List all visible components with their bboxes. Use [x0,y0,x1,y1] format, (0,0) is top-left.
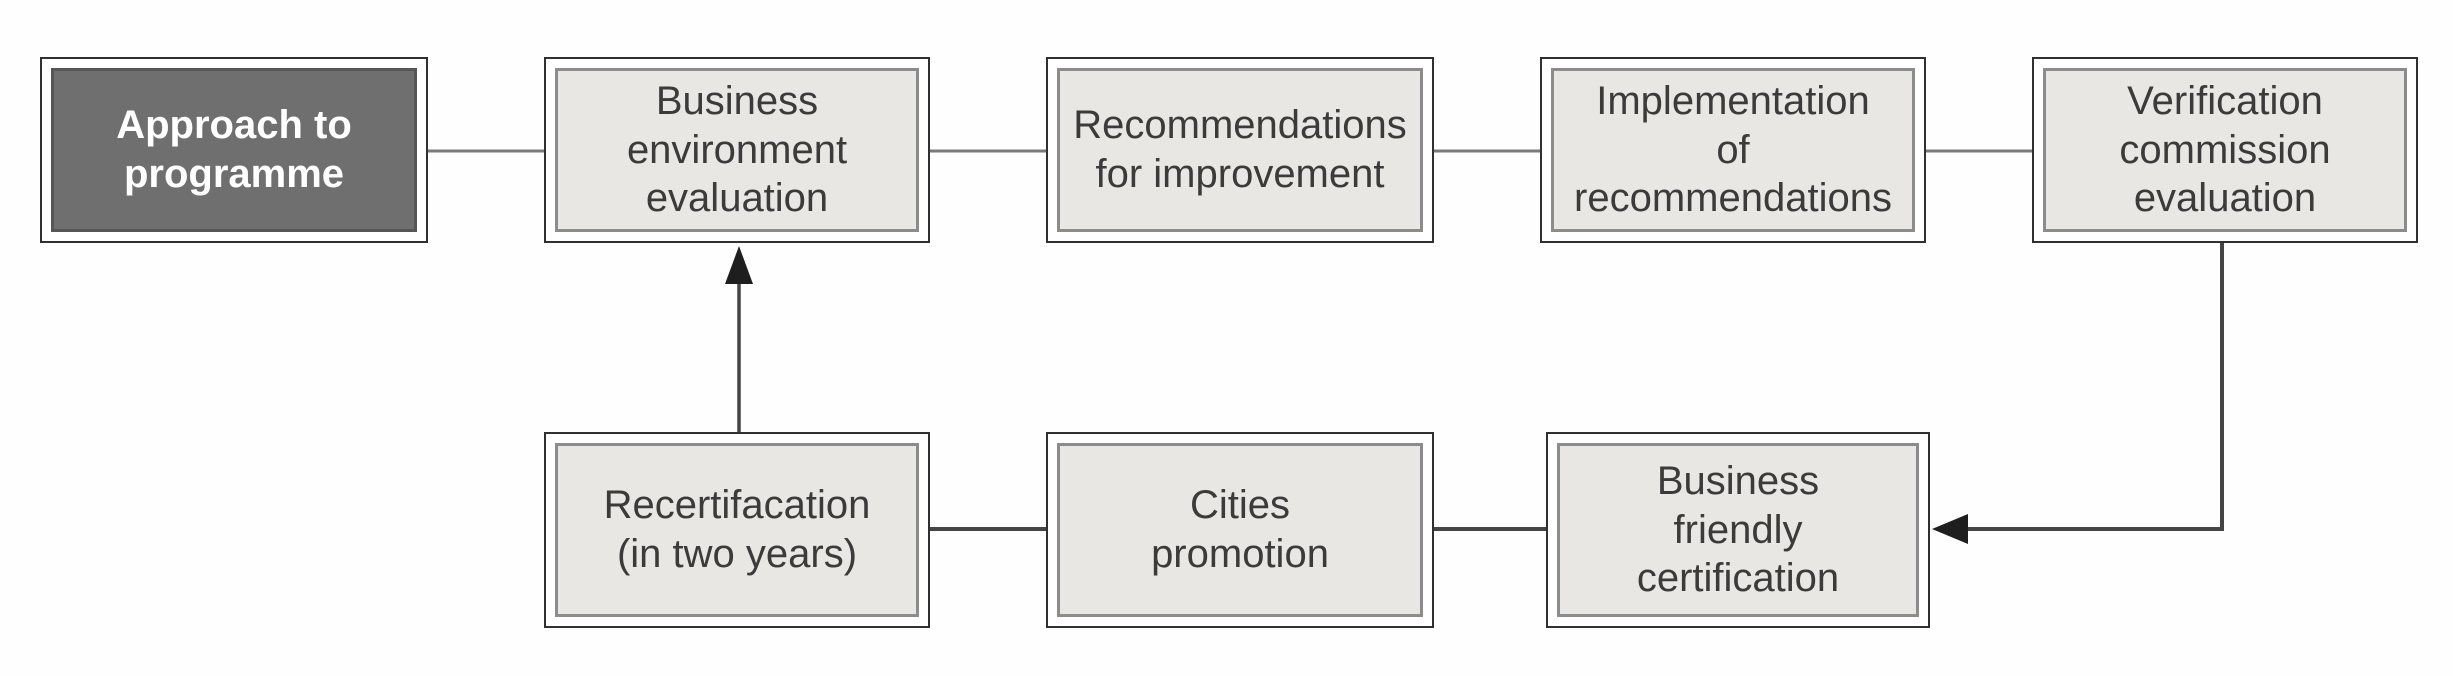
node-recertification-in-two-years: Recertifacation (in two years) [544,432,930,628]
node-verification-commission-evaluation: Verification commission evaluation [2032,57,2418,243]
node-recommendations-for-improvement: Recommendations for improvement [1046,57,1434,243]
node-business-environment-evaluation-label: Business environment evaluation [555,68,919,232]
arrow-verification-to-certification [1932,243,2224,544]
node-approach-to-programme: Approach to programme [40,57,428,243]
node-business-friendly-certification-label: Business friendly certification [1557,443,1919,617]
node-implementation-of-recommendations: Implementation of recommendations [1540,57,1926,243]
node-cities-promotion: Cities promotion [1046,432,1434,628]
node-business-friendly-certification: Business friendly certification [1546,432,1930,628]
node-verification-commission-evaluation-label: Verification commission evaluation [2043,68,2407,232]
node-cities-promotion-label: Cities promotion [1057,443,1423,617]
node-recommendations-for-improvement-label: Recommendations for improvement [1057,68,1423,232]
node-approach-to-programme-label: Approach to programme [51,68,417,232]
node-implementation-of-recommendations-label: Implementation of recommendations [1551,68,1915,232]
left-arrowhead-icon [1932,514,1968,544]
node-business-environment-evaluation: Business environment evaluation [544,57,930,243]
node-recertification-in-two-years-label: Recertifacation (in two years) [555,443,919,617]
arrow-recertification-to-business-env [725,246,753,432]
up-arrowhead-icon [725,246,753,284]
